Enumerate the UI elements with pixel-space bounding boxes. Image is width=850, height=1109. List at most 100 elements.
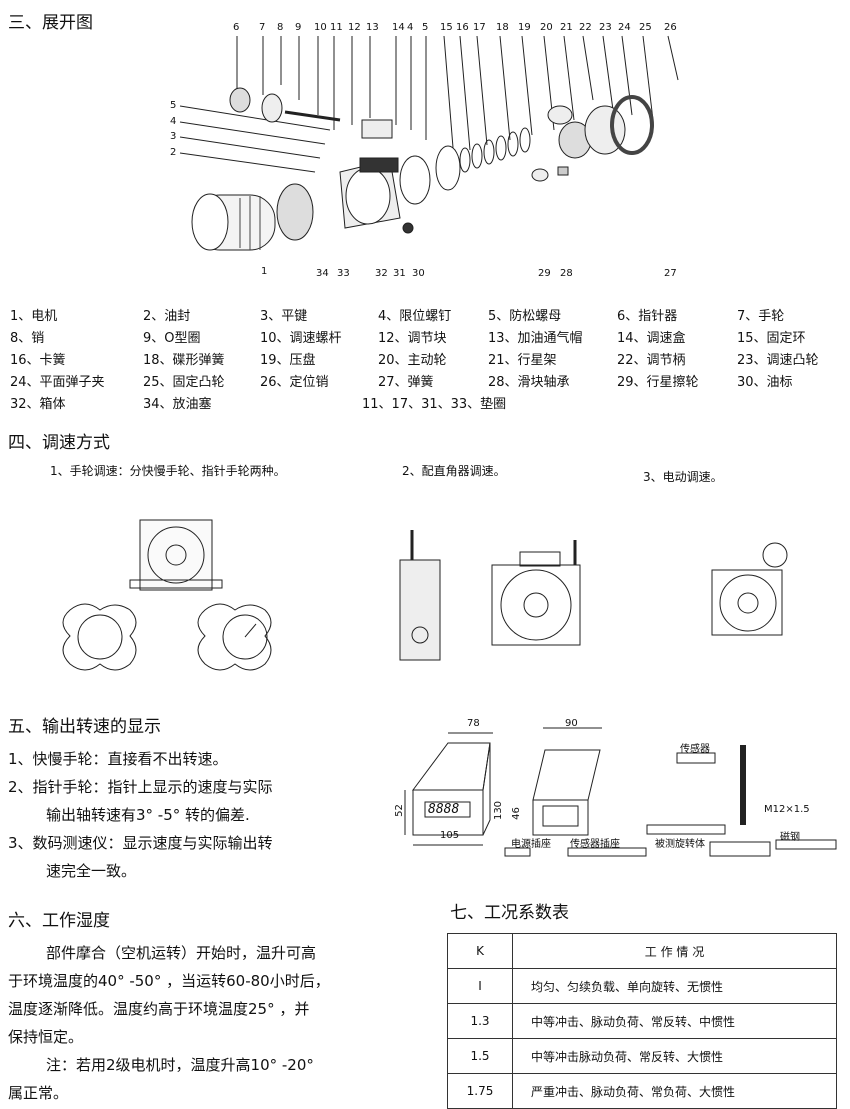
dim-78: 78 [467, 718, 480, 729]
washer-shape [507, 131, 519, 157]
callout-bottom-31: 31 [393, 268, 406, 279]
condition-cell: 均匀、匀续负载、单向旋转、无惯性 [512, 968, 837, 1004]
leader-line [179, 136, 321, 159]
tachometer-diagrams [404, 727, 837, 857]
callout-left-5: 5 [170, 100, 177, 111]
part-item: 7、手轮 [737, 309, 785, 324]
part-item: 27、弹簧 [378, 375, 434, 390]
washer-shape [495, 135, 507, 161]
callout-4: 4 [407, 22, 414, 33]
label-sensor-socket: 传感器插座 [570, 839, 620, 850]
part-item: 34、放油塞 [143, 397, 212, 412]
leader-line [476, 35, 488, 146]
temp-note-1: 注：若用2级电机时，温度升高10° -20° [46, 1056, 314, 1074]
part-item: 12、调节块 [378, 331, 447, 346]
k-cell: I [447, 968, 513, 1004]
temp-line-3: 温度逐渐降低。温度约高于环境温度25° ，并 [8, 1000, 310, 1018]
part-item: 14、调速盒 [617, 331, 686, 346]
callout-16: 16 [456, 22, 469, 33]
callout-19: 19 [518, 22, 531, 33]
dim-46: 46 [510, 807, 522, 820]
method-3: 3、电动调速。 [643, 470, 723, 484]
temp-line-1: 部件摩合（空机运转）开始时，温升可高 [46, 944, 317, 962]
dim-52: 52 [393, 804, 405, 817]
callout-12: 12 [348, 22, 361, 33]
leader-line [459, 35, 471, 151]
part-item: 11、17、31、33、垫圈 [362, 397, 507, 412]
callout-15: 15 [440, 22, 453, 33]
digital-display: 8888 [428, 802, 460, 817]
leader-line [179, 152, 316, 173]
display-line-2: 2、指针手轮：指针上显示的速度与实际 [8, 778, 273, 796]
callout-25: 25 [639, 22, 652, 33]
part-item: 4、限位螺钉 [378, 309, 452, 324]
leader-line [179, 105, 331, 131]
leader-line [499, 35, 511, 141]
part-item: 21、行星架 [488, 353, 557, 368]
callout-26: 26 [664, 22, 677, 33]
part-item: 29、行星擦轮 [617, 375, 699, 390]
callout-bottom-34: 34 [316, 268, 329, 279]
washer-shape [459, 147, 471, 173]
part-item: 28、滑块轴承 [488, 375, 570, 390]
leader-line [521, 35, 533, 136]
part-item: 3、平键 [260, 309, 308, 324]
header-condition: 工 作 情 况 [512, 933, 837, 969]
header-k: K [447, 933, 513, 969]
part-item: 1、电机 [10, 309, 58, 324]
part-item: 13、加油通气帽 [488, 331, 583, 346]
part-item: 5、防松螺母 [488, 309, 562, 324]
callout-24: 24 [618, 22, 631, 33]
part-item: 20、主动轮 [378, 353, 447, 368]
part-item: 8、销 [10, 331, 45, 346]
method-1: 1、手轮调速：分快慢手轮、指针手轮两种。 [50, 464, 286, 478]
exploded-view-diagram [179, 35, 679, 251]
dim-90: 90 [565, 718, 578, 729]
section-3-title: 三、展开图 [8, 13, 93, 33]
callout-6: 6 [233, 22, 240, 33]
part-item: 6、指针器 [617, 309, 678, 324]
callout-11: 11 [330, 22, 343, 33]
part-item: 18、碟形弹簧 [143, 353, 225, 368]
section-4-title: 四、调速方式 [8, 433, 110, 453]
condition-cell: 中等冲击、脉动负荷、常反转、中惯性 [512, 1003, 837, 1039]
washer-shape [519, 127, 531, 153]
label-sensor: 传感器 [680, 744, 710, 755]
label-rotor: 被测旋转体 [655, 839, 705, 850]
washer-shape [471, 143, 483, 169]
callout-10: 10 [314, 22, 327, 33]
label-magnet: 磁钢 [780, 832, 800, 843]
callout-left-3: 3 [170, 131, 177, 142]
part-item: 24、平面弹子夹 [10, 375, 105, 390]
speed-control-diagrams [62, 519, 788, 671]
callout-9: 9 [295, 22, 302, 33]
k-cell: 1.75 [447, 1073, 513, 1109]
callout-8: 8 [277, 22, 284, 33]
table-header: K 工 作 情 况 [447, 933, 837, 969]
leader-line [582, 35, 594, 101]
callout-18: 18 [496, 22, 509, 33]
part-item: 10、调速螺杆 [260, 331, 342, 346]
section-5-title: 五、输出转速的显示 [8, 717, 161, 737]
callout-left-4: 4 [170, 116, 177, 127]
part-item: 16、卡簧 [10, 353, 66, 368]
display-line-3b: 速完全一致。 [46, 862, 137, 880]
callout-13: 13 [366, 22, 379, 33]
callout-23: 23 [599, 22, 612, 33]
callout-bottom-33: 33 [337, 268, 350, 279]
display-line-1: 1、快慢手轮：直接看不出转速。 [8, 750, 228, 768]
part-item: 30、油标 [737, 375, 793, 390]
callout-bottom-29: 29 [538, 268, 551, 279]
callout-21: 21 [560, 22, 573, 33]
k-cell: 1.3 [447, 1003, 513, 1039]
section-6-title: 六、工作湿度 [8, 911, 110, 931]
display-line-3: 3、数码测速仪：显示速度与实际输出转 [8, 834, 273, 852]
callout-22: 22 [579, 22, 592, 33]
leader-line [642, 35, 654, 121]
condition-cell: 严重冲击、脉动负荷、常负荷、大惯性 [512, 1073, 837, 1109]
leader-line [602, 35, 614, 111]
callout-20: 20 [540, 22, 553, 33]
